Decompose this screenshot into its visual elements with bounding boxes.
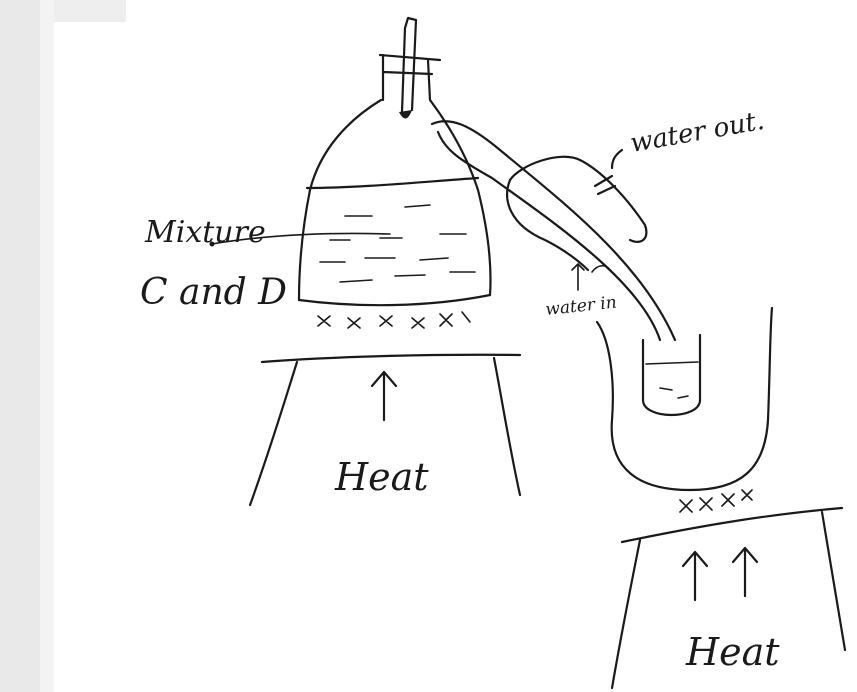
mixture-label: Mixture [144,215,266,250]
condenser-jacket-bottom [507,180,588,270]
water-out-label: water out. [628,106,767,159]
right-gauze [680,490,752,512]
water-in-label: water in [544,293,617,320]
paper-edge [0,0,126,692]
distillate-surface [646,362,698,364]
right-tripod-leg-right [822,512,845,650]
thermometer [402,18,416,112]
water-bath [597,308,772,490]
left-tripod-leg-right [494,358,520,495]
left-tripod-top [262,355,520,362]
heat-label-left: Heat [334,455,429,499]
right-tripod-leg-left [612,540,640,688]
mixture-sublabel: C and D [140,272,287,313]
distillate-marks [660,388,688,398]
heat-label-right: Heat [685,630,780,674]
liquid-surface [307,178,478,188]
water-out-arrow [612,150,622,168]
distillation-flask [299,18,491,328]
left-tripod-leg-left [250,362,297,505]
heat-arrow-left [372,372,396,420]
right-tripod-top [622,508,842,542]
test-tube [643,335,700,415]
flask-left-wall [299,100,381,300]
flask-base [299,295,490,305]
heat-arrow-right-2 [733,548,757,596]
gauze [318,312,470,328]
flask-right-wall [430,100,491,295]
receiver [597,308,772,512]
water-in-arrow [572,264,610,290]
liquid-hatching [320,205,475,282]
condenser-jacket-top [510,157,646,242]
flask-neck [380,55,440,100]
heat-arrow-right-1 [683,552,707,600]
